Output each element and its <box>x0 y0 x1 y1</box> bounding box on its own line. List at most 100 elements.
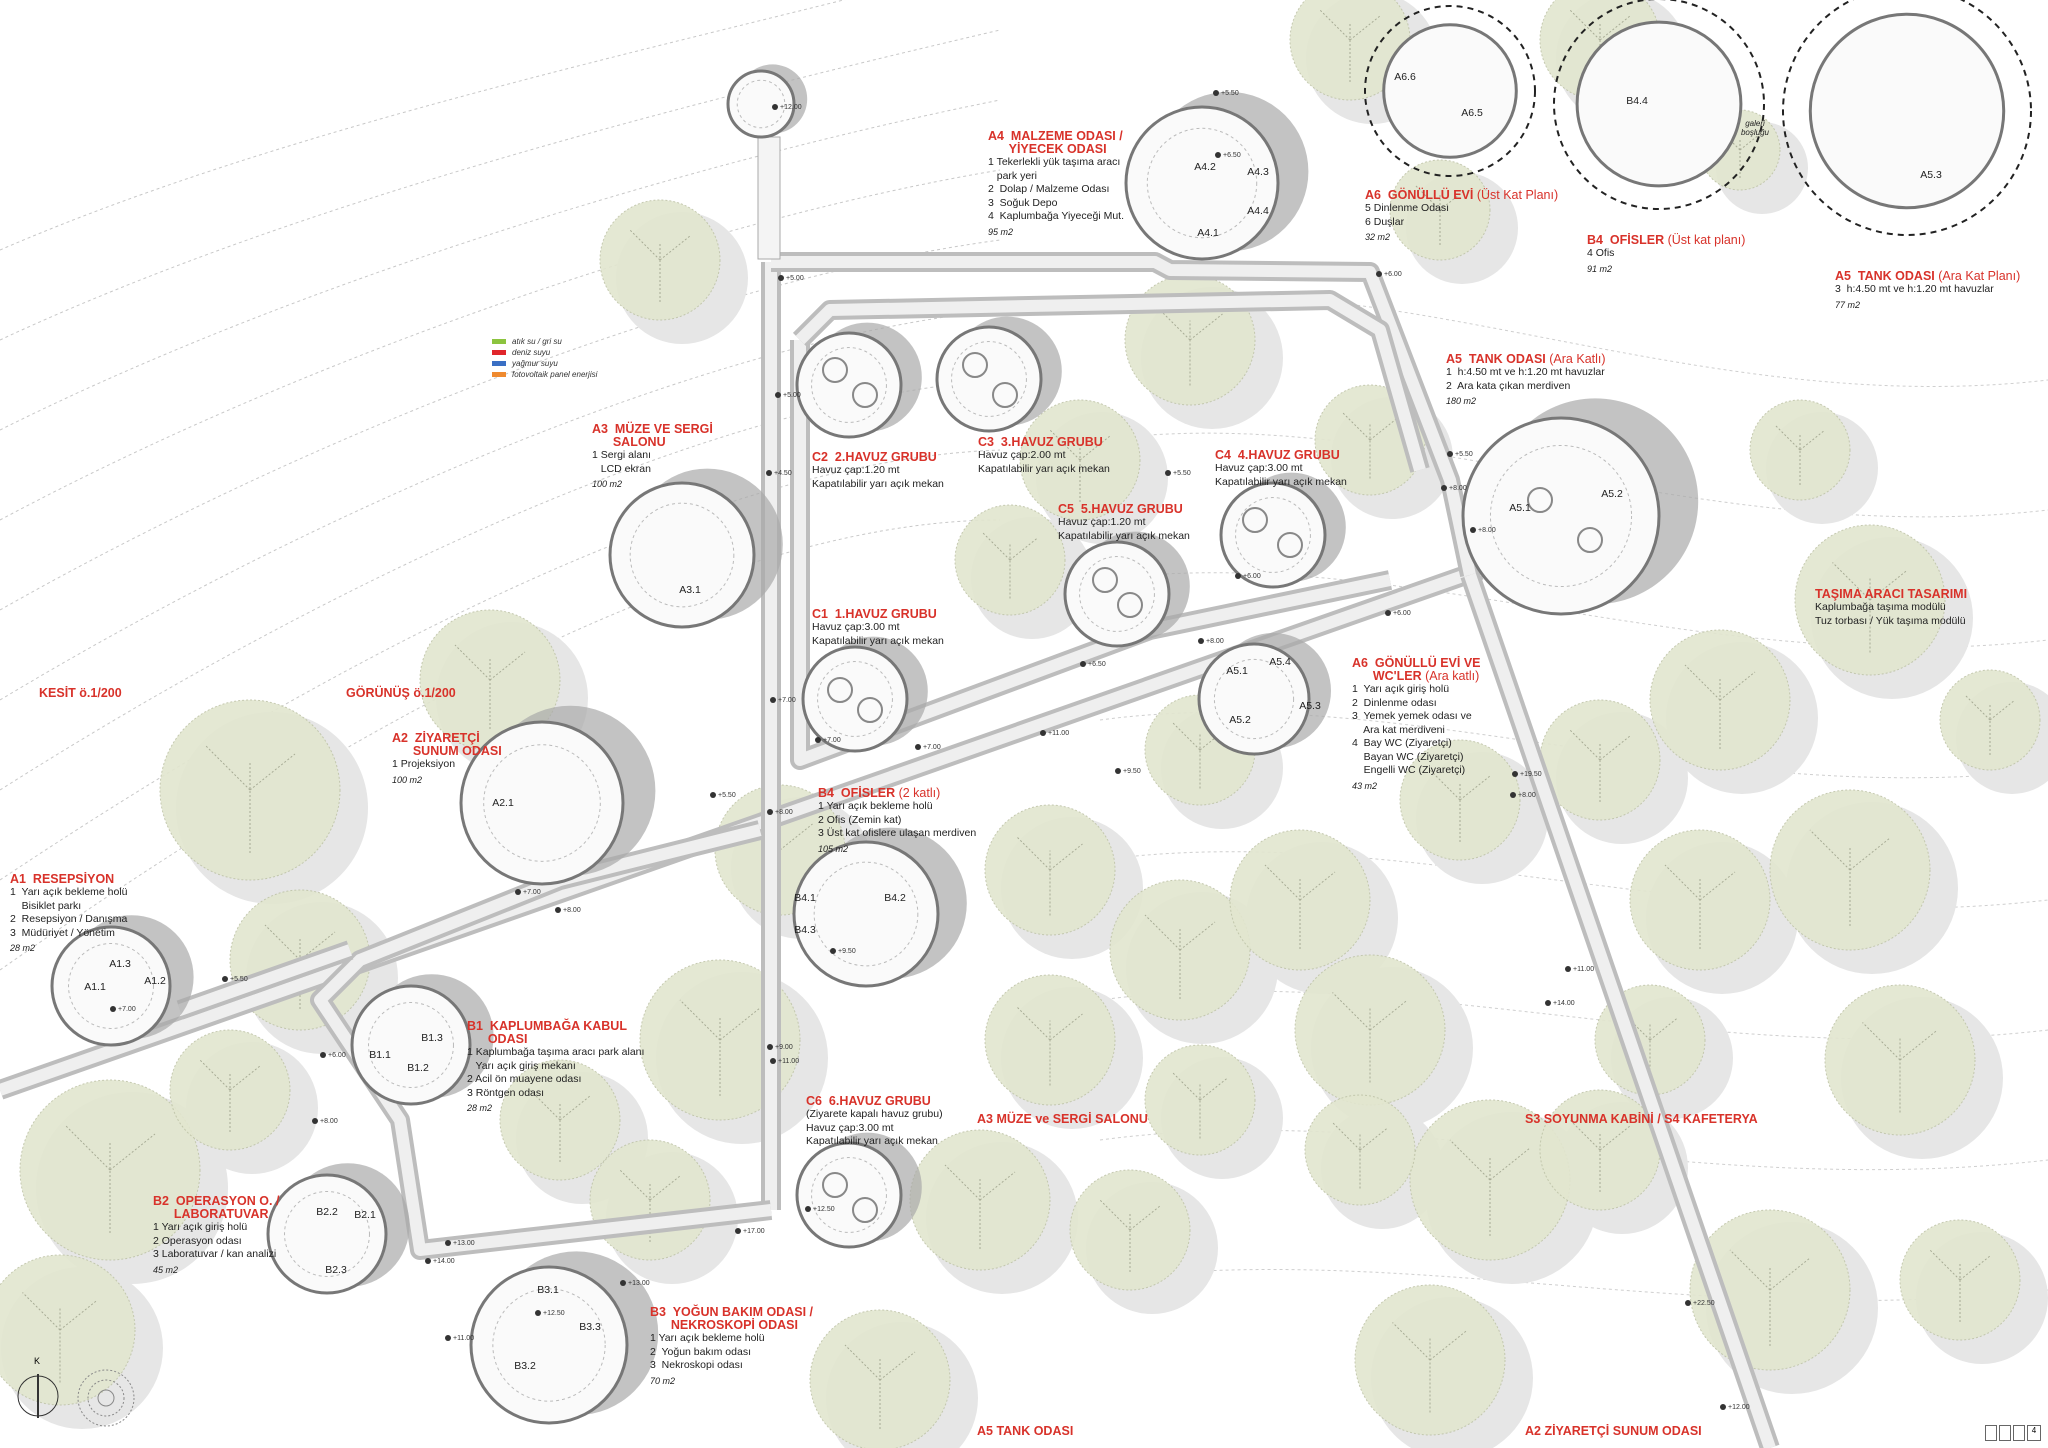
building-circle <box>1461 416 1661 616</box>
section-title-text: A5 TANK ODASI <box>1446 352 1546 366</box>
pool-circle <box>962 352 988 378</box>
section-title-text: C6 6.HAVUZ GRUBU <box>806 1094 931 1108</box>
walkway-deck <box>794 340 1392 766</box>
pool-circle <box>852 1197 878 1223</box>
room-tag: B1.1 <box>369 1049 391 1061</box>
section-subtitle: (2 katlı) <box>898 786 941 800</box>
building-circle <box>459 720 625 886</box>
elevation-marker: +13.00 <box>620 1280 650 1287</box>
tree-branches <box>1157 307 1223 386</box>
section-area: 95 m2 <box>988 226 1014 237</box>
section-item: 3 Üst kat ofislere ulaşan merdiven <box>818 827 977 839</box>
room-tag: A4.2 <box>1194 161 1216 173</box>
tree-branches <box>1414 184 1466 245</box>
section-item: (Ziyarete kapalı havuz grubu) <box>806 1108 943 1120</box>
room-tag: A3.1 <box>679 584 701 596</box>
section-item: 1 h:4.50 mt ve h:1.20 mt havuzlar <box>1446 366 1605 378</box>
section-label: A6 GÖNÜLLÜ EVİ VE WC'LER (Ara katlı)1 Ya… <box>1352 657 1481 793</box>
heading-bottom-a5: A5 TANK ODASI <box>977 1424 1074 1438</box>
elevation-marker: +8.00 <box>312 1118 338 1125</box>
elevation-marker: +6.50 <box>1080 661 1106 668</box>
section-title: A2 ZİYARETÇİ SUNUM ODASI <box>392 732 502 758</box>
elevation-marker: +12.00 <box>772 104 802 111</box>
contour-line <box>0 309 1001 701</box>
section-item: 1 Kaplumbağa taşıma aracı park alanı <box>467 1046 645 1058</box>
elevation-marker: +13.00 <box>445 1240 475 1247</box>
section-title-text: C3 3.HAVUZ GRUBU <box>978 435 1103 449</box>
room-tag: B4.4 <box>1626 95 1648 107</box>
section-title-text: TAŞIMA ARACI TASARIMI <box>1815 587 1968 601</box>
legend-item: atık su / gri su <box>492 336 597 347</box>
legend-label: deniz suyu <box>512 348 551 357</box>
legend-label: fotovoltaik panel enerjisi <box>512 370 598 379</box>
pool-circle <box>852 382 878 408</box>
tree-branches <box>1392 1322 1468 1413</box>
building-inner-ring <box>483 744 601 862</box>
building-circle <box>1219 481 1327 589</box>
section-item: Yarı açık giriş mekanı <box>467 1059 576 1072</box>
section-item: Bisiklet parkı <box>10 899 82 912</box>
section-item: 4 Kaplumbağa Yiyeceği Mut. <box>988 210 1124 222</box>
contour-line <box>0 29 1001 341</box>
section-item: 3 Nekroskopi odası <box>650 1359 743 1371</box>
tree-branches <box>264 924 336 1009</box>
section-area: 43 m2 <box>1352 780 1378 791</box>
sheet-index: 4 <box>1985 1425 2041 1441</box>
tree-branches <box>1332 992 1408 1083</box>
section-item: 3 Soğuk Depo <box>988 196 1058 209</box>
section-label: A5 TANK ODASI (Ara Katlı)1 h:4.50 mt ve … <box>1446 353 1606 409</box>
section-title-text: A4 MALZEME ODASI / YİYECEK ODASI <box>988 129 1123 156</box>
section-title: A6 GÖNÜLLÜ EVİ (Üst Kat Planı) <box>1365 189 1558 202</box>
section-title: C6 6.HAVUZ GRUBU <box>806 1095 943 1108</box>
room-tag: A4.3 <box>1247 166 1269 178</box>
section-item: 3 h:4.50 mt ve h:1.20 mt havuzlar <box>1835 283 1994 295</box>
section-area: 100 m2 <box>392 774 423 785</box>
elevation-marker: +7.00 <box>110 1006 136 1013</box>
building-circle <box>792 840 940 988</box>
room-tag: B4.3 <box>794 924 816 936</box>
section-item: Kapatılabilir yarı açık mekan <box>1215 475 1347 488</box>
elevation-marker: +8.00 <box>1470 527 1496 534</box>
section-area: 70 m2 <box>650 1375 676 1386</box>
section-title: A5 TANK ODASI (Ara Katlı) <box>1446 353 1606 366</box>
building-circle <box>50 925 172 1047</box>
section-area: 105 m2 <box>818 843 849 854</box>
section-title-text: B1 KAPLUMBAĞA KABUL ODASI <box>467 1019 627 1046</box>
tree-branches <box>199 1059 261 1132</box>
tree-branches <box>64 1124 156 1233</box>
section-title-text: A6 GÖNÜLLÜ EVİ VE WC'LER <box>1352 656 1481 683</box>
section-item: Havuz çap:2.00 mt <box>978 449 1066 461</box>
building-inner-ring <box>1213 658 1295 740</box>
elevation-marker: +12.00 <box>1720 1404 1750 1411</box>
section-title-text: B3 YOĞUN BAKIM ODASI / NEKROSKOPİ ODASI <box>650 1305 813 1332</box>
walkway-deck <box>795 294 1426 472</box>
tree-branches <box>1774 424 1826 485</box>
section-title-text: B4 OFİSLER <box>818 786 896 800</box>
section-item: 2 Dinlenme odası <box>1352 696 1437 709</box>
section-title-text: A2 ZİYARETÇİ SUNUM ODASI <box>392 731 502 758</box>
section-title-text: A5 TANK ODASI <box>1835 269 1935 283</box>
upper-floor-plan <box>1382 23 1518 159</box>
room-tag: B2.3 <box>325 1264 347 1276</box>
section-title-text: C5 5.HAVUZ GRUBU <box>1058 502 1183 516</box>
contour-line <box>1099 851 2048 909</box>
building-inner-ring <box>811 1157 887 1233</box>
section-title: A4 MALZEME ODASI / YİYECEK ODASI <box>988 130 1124 156</box>
room-tag: A1.1 <box>84 981 106 993</box>
north-label: K <box>34 1356 41 1366</box>
heading-gorunus: GÖRÜNÜŞ ö.1/200 <box>346 686 456 700</box>
tree-branches <box>1172 1072 1228 1139</box>
contour-line <box>1099 1268 2048 1302</box>
building-circle <box>350 984 472 1106</box>
section-item: Havuz çap:3.00 mt <box>812 621 900 633</box>
room-tag: B3.3 <box>579 1321 601 1333</box>
section-item: 1 Yarı açık bekleme holü <box>10 886 128 898</box>
pool-circle <box>1092 567 1118 593</box>
section-title-text: B4 OFİSLER <box>1587 233 1665 247</box>
